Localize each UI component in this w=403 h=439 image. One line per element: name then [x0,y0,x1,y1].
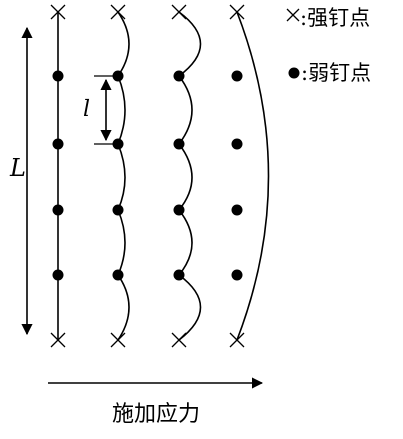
weak-pin-dot [173,138,185,150]
legend-dot-icon [288,67,300,79]
weak-pin-dot [112,70,124,82]
stress-label: 施加应力 [112,402,200,427]
weak-pin-dot [52,269,64,281]
weak-pin-dot [173,204,185,216]
dislocation-line-4 [236,11,270,341]
weak-pin-dot [173,70,185,82]
weak-pin-dot [173,269,185,281]
strong-pins-bottom [50,332,245,348]
weak-pin-dot [231,138,243,150]
weak-pin-dot [52,138,64,150]
strong-pins-top [50,4,245,20]
weak-pin-dot [231,204,243,216]
weak-pin-dot [52,204,64,216]
weak-pin-dot [112,269,124,281]
length-label: L [9,154,26,182]
legend-weak-pin-text: :弱钉点 [301,61,371,85]
weak-pin-dot [231,269,243,281]
weak-pins [52,70,243,281]
weak-pin-dot [112,138,124,150]
legend: :强钉点 :弱钉点 [286,6,371,85]
weak-pin-dot [112,204,124,216]
dislocation-line-2 [117,11,130,341]
legend-cross-icon [286,8,300,22]
legend-strong-pin-text: :强钉点 [300,6,370,30]
weak-pin-dot [52,70,64,82]
dislocation-line-3 [177,11,202,341]
weak-pin-dot [231,70,243,82]
spacing-label: l [83,97,90,122]
